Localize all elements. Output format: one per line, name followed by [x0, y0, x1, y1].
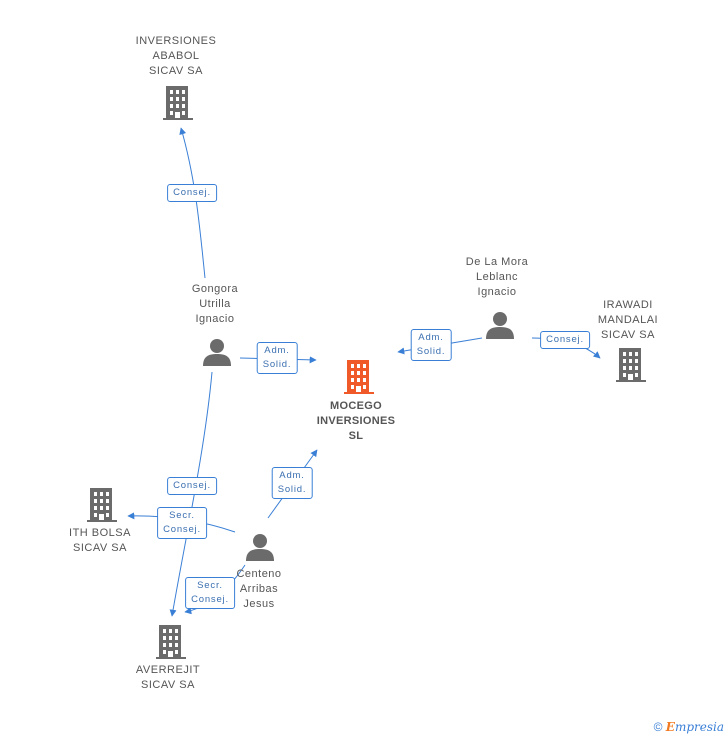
building-icon[interactable]	[616, 348, 646, 382]
building-icon[interactable]	[156, 625, 186, 659]
edge-label-delamora-irawadi[interactable]: Consej.	[540, 331, 590, 349]
edge-gongora-ababol	[179, 127, 206, 279]
node-ith-label[interactable]: ITH BOLSA SICAV SA	[69, 527, 131, 554]
edge-label-centeno-ith[interactable]: Secr. Consej.	[157, 507, 207, 539]
copyright-symbol: ©	[653, 720, 663, 734]
node-mocego-label[interactable]: MOCEGO INVERSIONES SL	[316, 400, 396, 442]
edge-label-centeno-averrejit[interactable]: Secr. Consej.	[185, 577, 235, 609]
edge-label-centeno-mocego[interactable]: Adm. Solid.	[271, 467, 313, 499]
node-ababol-label[interactable]: INVERSIONES ABABOL SICAV SA	[135, 35, 217, 77]
empresia-logo[interactable]: © Empresia	[654, 720, 724, 734]
building-icon[interactable]	[163, 86, 193, 120]
node-irawadi-label[interactable]: IRAWADI MANDALAI SICAV SA	[597, 299, 659, 341]
building-icon[interactable]	[87, 488, 117, 522]
edge-label-gongora-mocego[interactable]: Adm. Solid.	[256, 342, 298, 374]
edge-label-gongora-ababol[interactable]: Consej.	[167, 184, 217, 202]
node-gongora-label[interactable]: Gongora Utrilla Ignacio	[191, 283, 239, 325]
person-icon[interactable]	[246, 533, 274, 561]
person-icon[interactable]	[203, 338, 231, 366]
person-icon[interactable]	[486, 311, 514, 339]
edge-label-delamora-mocego[interactable]: Adm. Solid.	[410, 329, 452, 361]
node-delamora-label[interactable]: De La Mora Leblanc Ignacio	[465, 256, 529, 298]
edge-label-gongora-averrejit[interactable]: Consej.	[167, 477, 217, 495]
building-main-icon[interactable]	[344, 360, 374, 394]
brand-name: mpresia	[674, 720, 724, 734]
node-averrejit-label[interactable]: AVERREJIT SICAV SA	[135, 664, 201, 691]
node-centeno-label[interactable]: Centeno Arribas Jesus	[236, 568, 282, 610]
brand-initial: E	[665, 720, 675, 734]
